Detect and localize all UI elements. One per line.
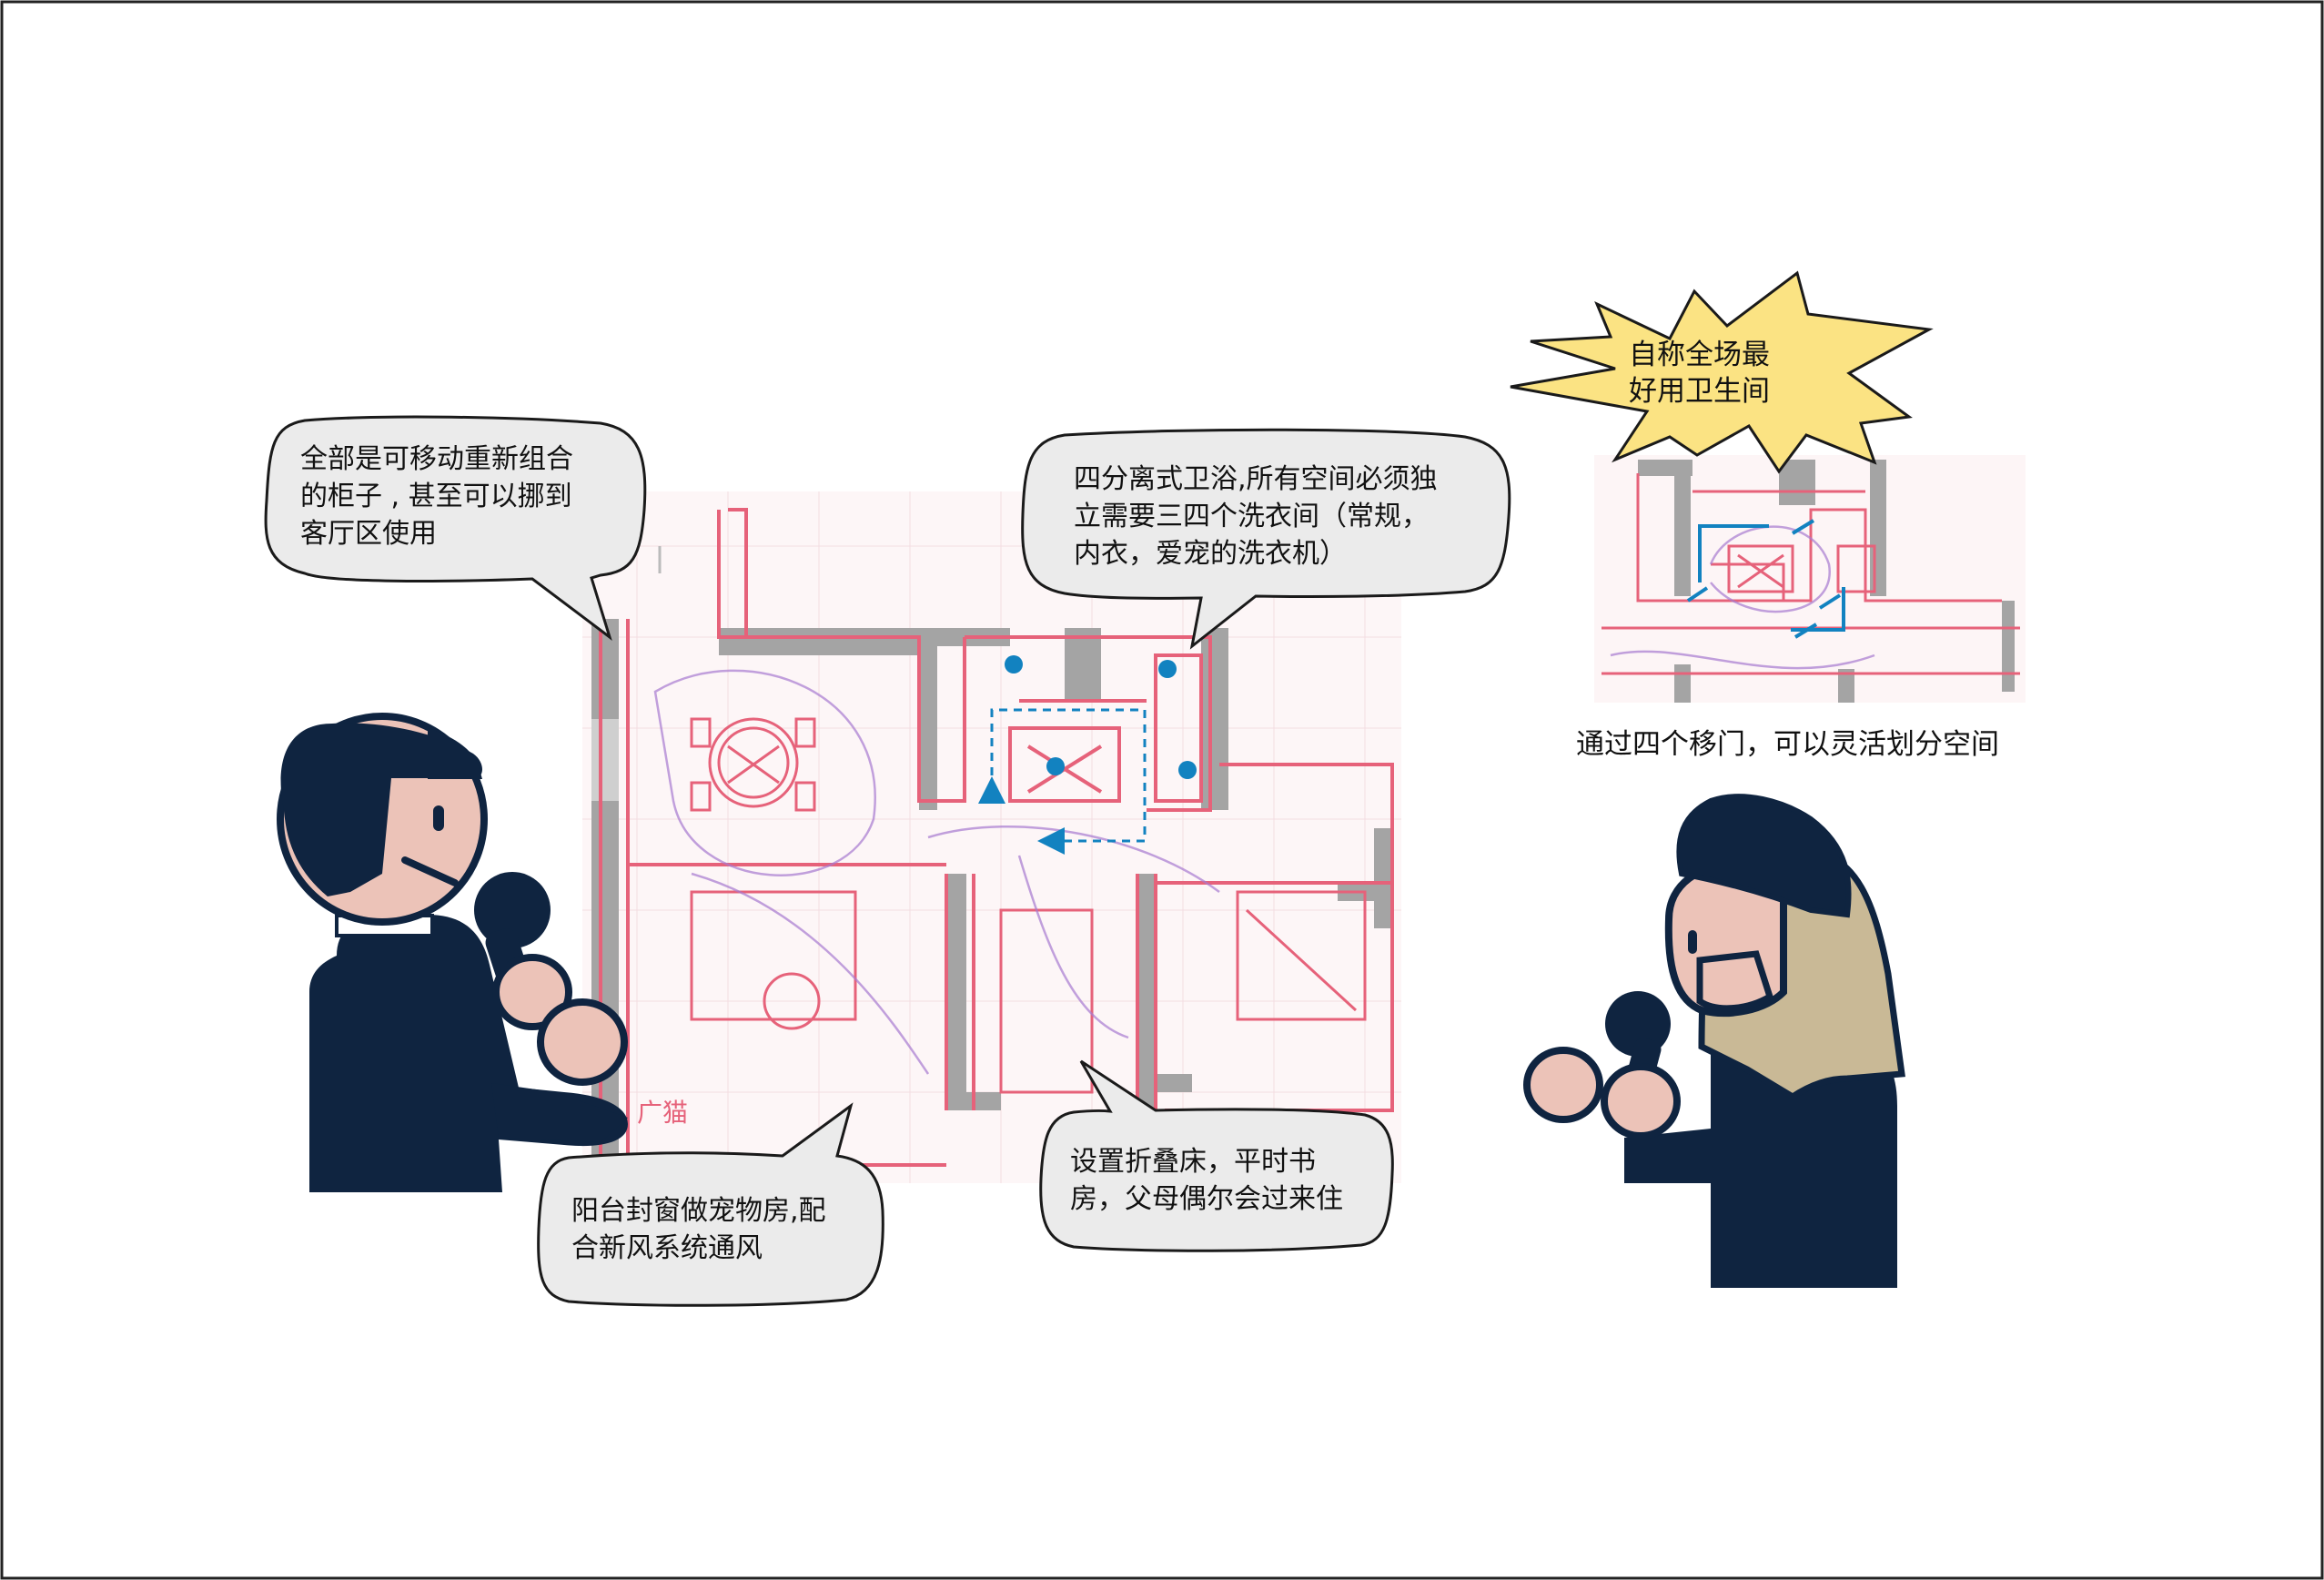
bubble-cabinets-line-2: 的柜子 , 甚至可以挪到: [300, 481, 572, 512]
bubble-bathroom-line-1: 四分离式卫浴,所有空间必须独: [1074, 463, 1438, 495]
bubble-cabinets-text: 全部是可移动重新组合 的柜子 , 甚至可以挪到 客厅区使用: [300, 441, 573, 552]
bubble-balcony-line-1: 阳台封窗做宠物房,配: [571, 1195, 826, 1227]
man-with-microphone-figure: [277, 713, 628, 1192]
speech-bubble-cabinets: [264, 415, 647, 641]
bubble-cabinets-line-1: 全部是可移动重新组合: [300, 443, 573, 475]
starburst-badge: [1510, 270, 1934, 474]
bubble-study-line-2: 房，父母偶尔会过来住: [1070, 1183, 1343, 1215]
woman-with-microphone-figure: [1523, 794, 1905, 1288]
bubble-balcony-line-2: 合新风系统通风: [571, 1232, 763, 1264]
bubble-study-line-1: 设置折叠床，平时书: [1070, 1146, 1316, 1178]
bathroom-detail-sketch: [1594, 455, 2026, 703]
svg-text:广猫: 广猫: [637, 1098, 688, 1128]
bubble-study-text: 设置折叠床，平时书 房，父母偶尔会过来住: [1070, 1143, 1343, 1218]
bubble-balcony-text: 阳台封窗做宠物房,配 合新风系统通风: [571, 1192, 826, 1267]
bubble-bathroom-text: 四分离式卫浴,所有空间必须独 立需要三四个洗衣间（常规， 内衣，爱宠的洗衣机）: [1074, 461, 1438, 572]
bubble-bathroom-line-2: 立需要三四个洗衣间（常规，: [1074, 501, 1429, 532]
bathroom-caption: 通过四个移门，可以灵活划分空间: [1576, 728, 1999, 761]
burst-line-2: 好用卫生间: [1629, 375, 1770, 408]
speech-bubble-balcony: [537, 1102, 884, 1307]
floor-plan-sketch: 广猫: [582, 491, 1401, 1183]
bubble-cabinets-line-3: 客厅区使用: [300, 518, 437, 550]
speech-bubble-bathroom: [1021, 428, 1511, 650]
bubble-bathroom-line-3: 内衣，爱宠的洗衣机）: [1074, 538, 1347, 570]
burst-line-1: 自称全场最: [1629, 339, 1770, 371]
burst-text: 自称全场最 好用卫生间: [1629, 337, 1770, 410]
bathroom-markers: [978, 655, 1197, 855]
speech-bubble-study: [1039, 1059, 1394, 1252]
